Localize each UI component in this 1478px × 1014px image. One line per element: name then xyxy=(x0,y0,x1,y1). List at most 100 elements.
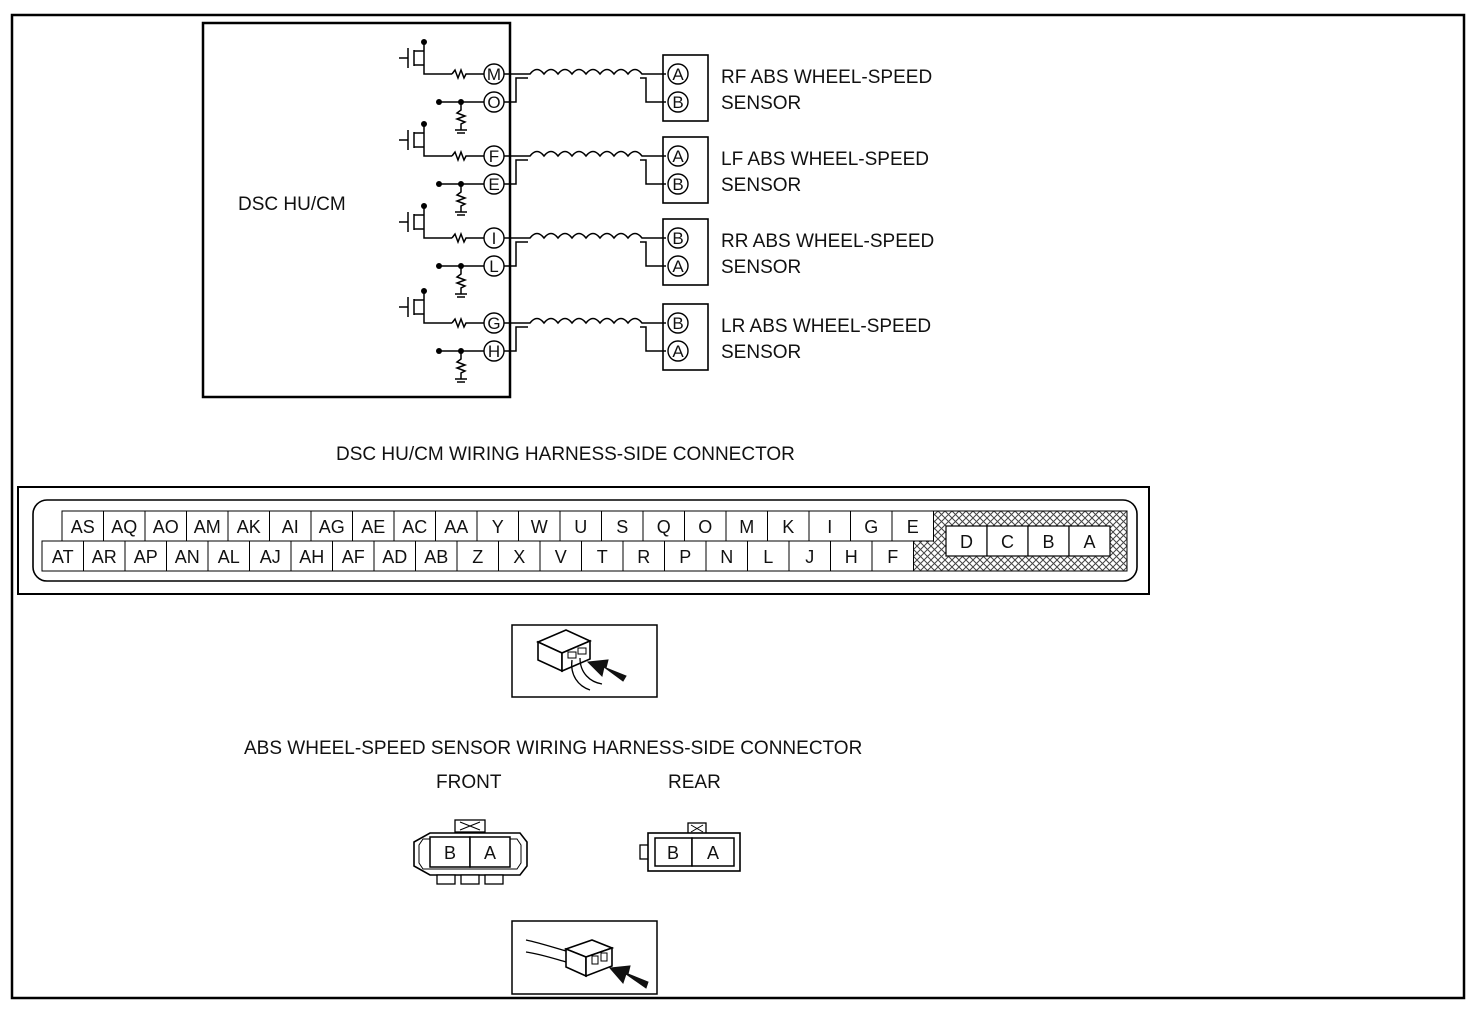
ground-resistor-symbol xyxy=(439,183,484,216)
connector-pin-label: AA xyxy=(444,517,468,537)
sensor-pin-circle xyxy=(667,340,689,362)
sensor-name: LR ABS WHEEL-SPEED xyxy=(721,316,931,337)
wire xyxy=(504,159,528,185)
connector-cell xyxy=(539,540,582,572)
wire xyxy=(640,159,666,185)
sensor-name-line2: SENSOR xyxy=(721,342,801,363)
connector-pin-label: AK xyxy=(237,517,261,537)
connector-pin-label: AF xyxy=(342,547,365,567)
connector-pin-label: AH xyxy=(299,547,324,567)
connector-pin-label: AN xyxy=(175,547,200,567)
wire xyxy=(504,326,528,352)
resistor-symbol xyxy=(451,231,484,245)
sensor-pin-circle xyxy=(667,145,689,167)
connector-pin-label: N xyxy=(720,547,733,567)
sensor-pin-circle xyxy=(667,255,689,277)
sensor-box xyxy=(662,136,709,204)
connector-pin-label: AC xyxy=(402,517,427,537)
connector-pin-label: M xyxy=(739,517,754,537)
connector-cell xyxy=(788,540,831,572)
wire xyxy=(640,241,666,267)
connector-pin-label: AR xyxy=(92,547,117,567)
sensor-pin-label: B xyxy=(672,314,683,333)
connector-cell xyxy=(61,510,104,542)
sensor-name-line2: SENSOR xyxy=(721,175,801,196)
module-pin-label: M xyxy=(487,65,501,84)
rear-pin-a: A xyxy=(707,843,719,863)
connector-pin-label: AP xyxy=(134,547,158,567)
connector-cell xyxy=(103,510,146,542)
connector-cell xyxy=(767,510,810,542)
connector-cell xyxy=(476,510,519,542)
rear-label: REAR xyxy=(668,772,721,793)
transistor-symbol xyxy=(399,291,452,324)
module-pin-label: G xyxy=(487,314,500,333)
connector-pin-label: AB xyxy=(424,547,448,567)
connector-cell xyxy=(373,540,416,572)
rear-connector: B A xyxy=(639,822,741,872)
connector-cell xyxy=(830,540,873,572)
dsc-connector-frame xyxy=(17,486,1150,595)
front-pin-b: B xyxy=(444,843,456,863)
sensor-box xyxy=(662,218,709,286)
connector-cell xyxy=(249,540,292,572)
power-pin-cell xyxy=(945,525,988,557)
twisted-wire xyxy=(504,150,666,158)
twisted-wire xyxy=(504,317,666,325)
connector-cell xyxy=(290,540,333,572)
dsc-connector-title: DSC HU/CM WIRING HARNESS-SIDE CONNECTOR xyxy=(336,444,795,465)
sensor-box xyxy=(662,54,709,122)
module-pin-label: L xyxy=(489,257,498,276)
connector-cell xyxy=(227,510,270,542)
connector-pin-label: AT xyxy=(52,547,74,567)
connector-pin-label: G xyxy=(864,517,878,537)
wire xyxy=(504,241,528,267)
sensor-pin-label: A xyxy=(672,65,684,84)
connector-pin-label: V xyxy=(555,547,567,567)
ground-resistor-symbol xyxy=(439,101,484,134)
connector-pin-label: AJ xyxy=(260,547,281,567)
connector-pin-label: AG xyxy=(319,517,345,537)
module-pin-label: I xyxy=(492,229,497,248)
page-frame xyxy=(10,13,1466,1000)
connector-cell xyxy=(850,510,893,542)
connector-cell xyxy=(207,540,250,572)
connector-pin-label: J xyxy=(805,547,814,567)
abs-connector-title: ABS WHEEL-SPEED SENSOR WIRING HARNESS-SI… xyxy=(244,738,862,759)
connector-pin-label: AD xyxy=(382,547,407,567)
power-pin-label: A xyxy=(1083,532,1095,552)
sensor-pin-label: B xyxy=(672,93,683,112)
sensor-name: RR ABS WHEEL-SPEED xyxy=(721,231,934,252)
sensor-name-line2: SENSOR xyxy=(721,257,801,278)
front-connector: B A xyxy=(413,819,528,885)
connector-view-icon-2 xyxy=(511,920,658,995)
resistor-symbol xyxy=(451,316,484,330)
connector-pin-label: P xyxy=(679,547,691,567)
connector-pin-label: Z xyxy=(472,547,483,567)
connector-pin-label: AE xyxy=(361,517,385,537)
ground-resistor-symbol xyxy=(439,265,484,298)
connector-pin-label: R xyxy=(637,547,650,567)
ground-resistor-symbol xyxy=(439,350,484,383)
dsc-module-box xyxy=(201,21,512,399)
connector-pin-label: AM xyxy=(194,517,221,537)
connector-view-icon-1 xyxy=(511,624,658,698)
connector-pin-label: Q xyxy=(657,517,671,537)
sensor-box xyxy=(662,303,709,371)
sensor-name: LF ABS WHEEL-SPEED xyxy=(721,149,929,170)
connector-cell xyxy=(352,510,395,542)
connector-pin-label: U xyxy=(574,517,587,537)
sensor-name: RF ABS WHEEL-SPEED xyxy=(721,67,932,88)
transistor-symbol xyxy=(399,124,452,157)
connector-pin-label: O xyxy=(698,517,712,537)
power-pin-cell xyxy=(986,525,1029,557)
connector-cell xyxy=(415,540,458,572)
module-pin-label: H xyxy=(488,342,500,361)
sensor-name-line2: SENSOR xyxy=(721,93,801,114)
front-pin-a: A xyxy=(484,843,496,863)
